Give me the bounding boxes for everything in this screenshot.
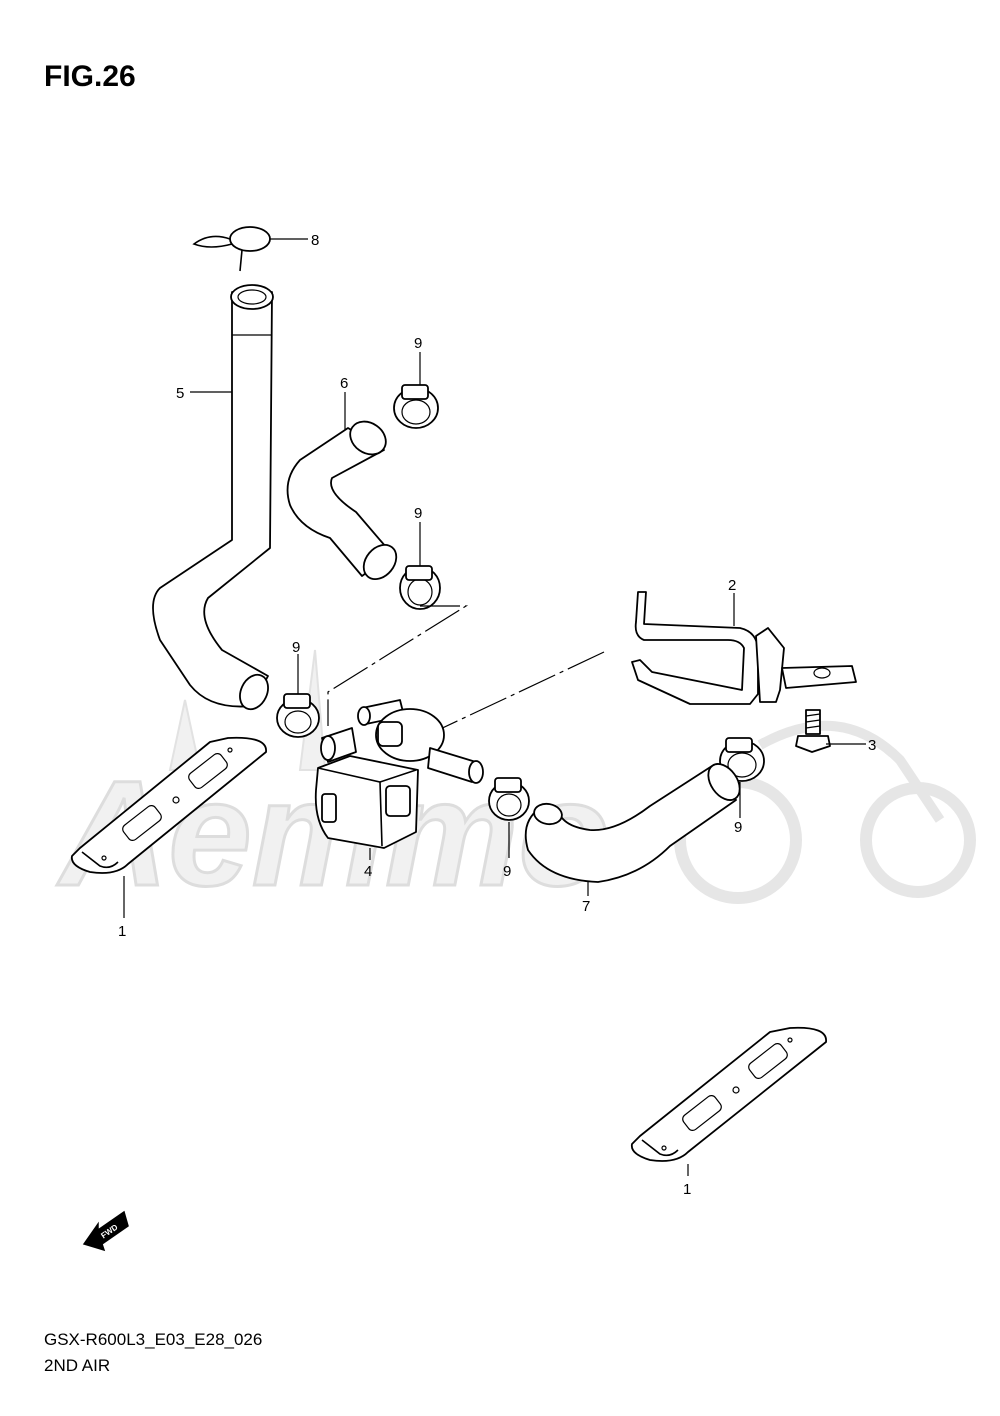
part-8-cable-tie: 8: [192, 226, 319, 272]
callout-7: 7: [582, 898, 590, 915]
part-9-clamp-d: 9: [488, 777, 530, 880]
part-1-pad-a: 1: [70, 736, 267, 940]
part-7-hose: 7: [524, 763, 741, 915]
callout-9-c: 9: [292, 639, 300, 656]
assembly-lines: [327, 605, 605, 749]
callout-3: 3: [868, 737, 876, 754]
part-3-bolt: 3: [795, 709, 876, 754]
part-6-hose: 6: [286, 375, 398, 581]
diagram-subtitle: 2ND AIR: [44, 1356, 111, 1375]
callout-8: 8: [311, 232, 319, 249]
part-9-clamp-c: 9: [276, 639, 320, 738]
part-4-valve: 4: [314, 699, 484, 880]
callout-1-b: 1: [683, 1181, 691, 1198]
part-2-bracket: 2: [631, 577, 857, 705]
part-9-clamp-b: 9: [399, 505, 441, 610]
fwd-arrow-icon: FWD: [82, 1210, 129, 1252]
callout-1-a: 1: [118, 923, 126, 940]
part-5-hose: 5: [152, 284, 274, 711]
part-1-pad-b: 1: [630, 1026, 827, 1198]
part-9-clamp-a: 9: [393, 335, 439, 429]
callout-9-d: 9: [503, 863, 511, 880]
callout-9-e: 9: [734, 819, 742, 836]
callout-4: 4: [364, 863, 372, 880]
diagram-code: GSX-R600L3_E03_E28_026: [44, 1330, 263, 1349]
callout-2: 2: [728, 577, 736, 594]
callout-9-b: 9: [414, 505, 422, 522]
callout-9-a: 9: [414, 335, 422, 352]
figure-title: FIG.26: [44, 60, 136, 93]
callout-6: 6: [340, 375, 348, 392]
callout-5: 5: [176, 385, 184, 402]
